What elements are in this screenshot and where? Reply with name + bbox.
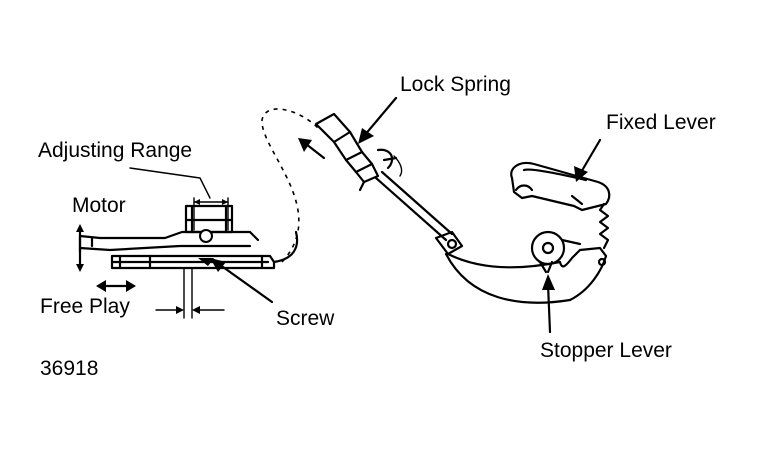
cable-end <box>272 230 299 264</box>
free-play-label: Free Play <box>40 295 130 318</box>
stopper-lever-pointer-arrow <box>542 274 555 334</box>
motor-label: Motor <box>72 194 126 217</box>
lock-spring-wire <box>393 155 403 177</box>
fixed-lever-label: Fixed Lever <box>606 111 716 134</box>
lock-spring-pointer-arrow <box>358 96 398 144</box>
adjusting-range-leader <box>129 167 211 199</box>
motor-assembly <box>76 197 276 319</box>
free-play-gap-arrows <box>155 306 225 314</box>
adjusting-range-label: Adjusting Range <box>38 139 193 162</box>
stopper-lever-label: Stopper Lever <box>540 339 672 362</box>
fixed-lever <box>510 161 611 250</box>
pedal-lever <box>434 230 608 304</box>
lock-spring-assembly <box>314 112 454 242</box>
screw-label: Screw <box>276 307 335 330</box>
lock-spring-label: Lock Spring <box>400 73 511 96</box>
cable-outer <box>261 108 319 263</box>
screw-pointer-arrow <box>210 258 274 304</box>
fixed-lever-pointer-arrow <box>574 138 602 182</box>
cable-pull-arrow <box>298 138 326 160</box>
free-play-double-arrow <box>96 280 136 292</box>
figure-number: 36918 <box>40 357 99 380</box>
